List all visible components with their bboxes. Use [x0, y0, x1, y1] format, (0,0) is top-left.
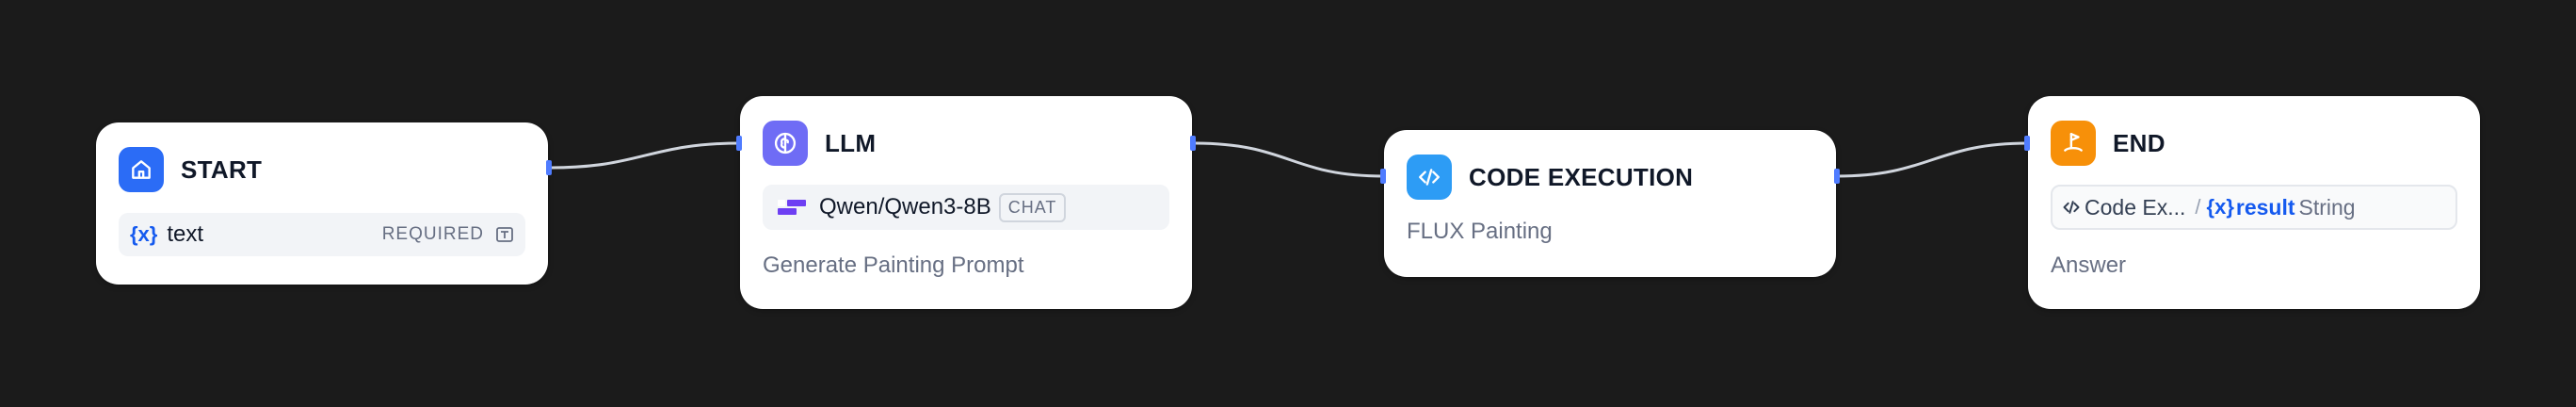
required-badge: REQUIRED: [381, 224, 484, 244]
siliconflow-logo-icon: [776, 198, 808, 217]
variable-symbol: {x}: [2206, 195, 2234, 219]
end-node-title: END: [2113, 128, 2165, 157]
flag-icon: [2051, 121, 2096, 166]
llm-model-row[interactable]: Qwen/Qwen3-8B CHAT: [763, 185, 1169, 230]
end-output-row[interactable]: Code Ex... / {x} result String: [2051, 185, 2457, 230]
end-node[interactable]: END Code Ex... / {x} result String Answe…: [2024, 96, 2480, 309]
end-node-header: END: [2051, 121, 2457, 166]
start-node-header: START: [119, 147, 525, 192]
end-output-separator: /: [2195, 195, 2201, 219]
code-target-handle[interactable]: [1380, 169, 1386, 184]
brain-icon: [763, 121, 808, 166]
end-output-type: String: [2298, 194, 2356, 220]
code-icon: [1407, 155, 1452, 200]
code-node-header: CODE EXECUTION: [1407, 155, 1813, 200]
start-node[interactable]: START {x} text REQUIRED: [96, 122, 552, 285]
code-icon: [2062, 198, 2081, 217]
text-input-icon: [495, 225, 514, 244]
code-node-description: FLUX Painting: [1407, 219, 1553, 244]
home-icon: [119, 147, 164, 192]
start-source-handle[interactable]: [546, 160, 552, 175]
end-output-variable: result: [2235, 194, 2295, 220]
edge-llm-code[interactable]: [1193, 141, 1385, 178]
code-source-handle[interactable]: [1834, 169, 1840, 184]
llm-node-description: Generate Painting Prompt: [763, 252, 1024, 278]
code-execution-node[interactable]: CODE EXECUTION FLUX Painting: [1380, 130, 1840, 277]
llm-node[interactable]: LLM Qwen/Qwen3-8B CHAT Generate Painting…: [736, 96, 1196, 309]
llm-source-handle[interactable]: [1190, 136, 1196, 151]
llm-target-handle[interactable]: [736, 136, 742, 151]
edge-start-llm[interactable]: [550, 141, 741, 170]
llm-node-title: LLM: [825, 128, 877, 157]
end-target-handle[interactable]: [2024, 136, 2030, 151]
start-variable-name: text: [167, 221, 204, 247]
start-variable-row[interactable]: {x} text REQUIRED: [119, 213, 525, 256]
variable-symbol: {x}: [130, 222, 158, 246]
end-node-description: Answer: [2051, 252, 2127, 278]
end-output-node-name: Code Ex...: [2085, 194, 2186, 220]
llm-node-header: LLM: [763, 121, 1169, 166]
code-node-title: CODE EXECUTION: [1469, 162, 1694, 191]
edge-code-end[interactable]: [1836, 141, 2029, 178]
start-node-title: START: [181, 155, 263, 184]
llm-mode-badge: CHAT: [998, 192, 1067, 222]
llm-model-name: Qwen/Qwen3-8B: [819, 194, 991, 220]
